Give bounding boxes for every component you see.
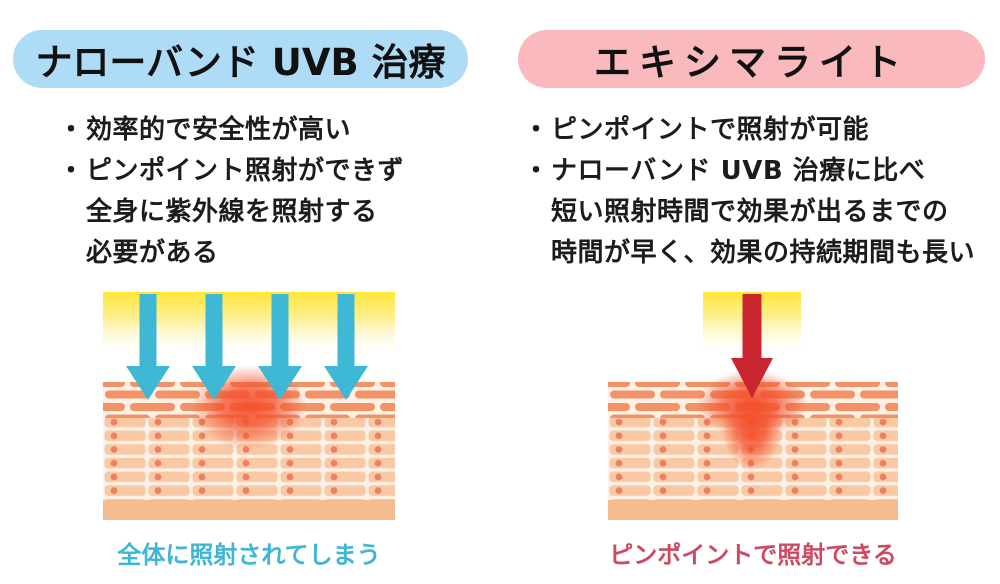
uv-arrow-icon [192, 294, 236, 400]
uv-arrows-down-icon [126, 294, 368, 400]
bullet-text: ナローバンド UVB 治療に比べ [551, 156, 926, 186]
list-item: 短い照射時間で効果が出るまでの [523, 192, 975, 233]
right-panel-title-label: エキシマライト [594, 41, 909, 84]
uv-arrow-icon [258, 294, 302, 400]
bullet-text: 短い照射時間で効果が出るまでの [551, 197, 949, 227]
bullet-text: 必要がある [86, 238, 219, 268]
uvb-skin-illustration [103, 292, 395, 520]
bullet-marker [58, 192, 86, 233]
right-caption: ピンポイントで照射できる [609, 541, 897, 569]
list-item: ・ ピンポイント照射ができず [58, 151, 404, 192]
bullet-marker: ・ [58, 156, 85, 186]
left-panel-title: ナローバンド UVB 治療 [13, 30, 468, 88]
skin-base-layer [103, 500, 395, 520]
bullet-text: 全身に紫外線を照射する [86, 197, 378, 227]
bullet-marker [58, 233, 86, 274]
list-item: 全身に紫外線を照射する [58, 192, 404, 233]
list-item: ・ 効率的で安全性が高い [58, 110, 404, 151]
bullet-marker: ・ [523, 115, 550, 145]
bullet-marker [523, 192, 551, 233]
uv-arrow-icon [324, 294, 368, 400]
left-panel-title-label: ナローバンド UVB 治療 [35, 41, 446, 84]
bullet-text: 効率的で安全性が高い [86, 115, 352, 145]
bullet-text: 時間が早く、効果の持続期間も長い [551, 238, 976, 268]
bullet-text: ピンポイント照射ができず [86, 156, 405, 186]
list-item: ・ ナローバンド UVB 治療に比べ [523, 151, 975, 192]
bullet-marker: ・ [58, 115, 85, 145]
list-item: 時間が早く、効果の持続期間も長い [523, 233, 975, 274]
excimer-arrow-icon [731, 294, 773, 398]
left-caption: 全体に照射されてしまう [117, 541, 381, 569]
bullet-marker: ・ [523, 156, 550, 186]
list-item: ・ ピンポイントで照射が可能 [523, 110, 975, 151]
irradiation-glow-pinpoint [696, 370, 808, 470]
left-bullet-list: ・ 効率的で安全性が高い ・ ピンポイント照射ができず 全身に紫外線を照射する … [58, 110, 404, 274]
uv-arrow-icon [126, 294, 170, 400]
skin-base-layer [608, 500, 898, 520]
excimer-skin-illustration [608, 292, 898, 520]
bullet-text: ピンポイントで照射が可能 [551, 115, 870, 145]
right-bullet-list: ・ ピンポイントで照射が可能 ・ ナローバンド UVB 治療に比べ 短い照射時間… [523, 110, 975, 274]
bullet-marker [523, 233, 551, 274]
right-panel-title: エキシマライト [518, 30, 985, 88]
list-item: 必要がある [58, 233, 404, 274]
